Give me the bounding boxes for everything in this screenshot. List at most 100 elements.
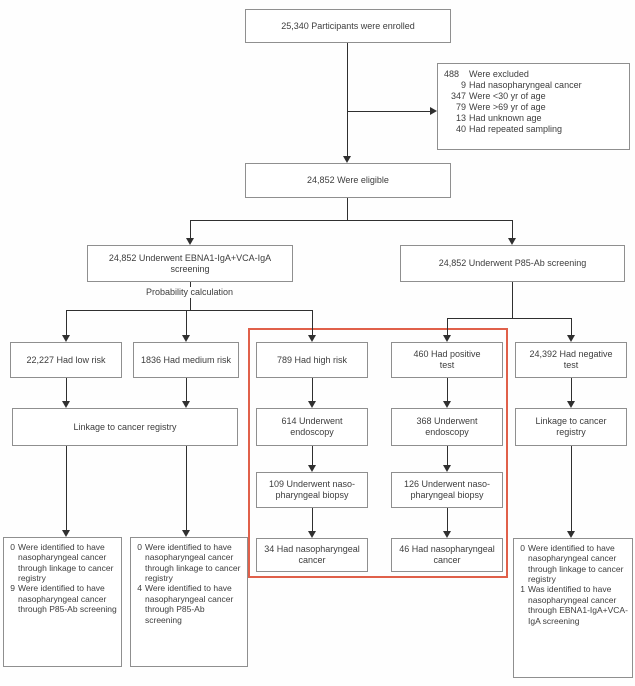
outcome-label: Were identified to have nasopharyngeal c… [18,542,114,584]
arrowhead-into-ebna [186,238,194,245]
connector-to-excluded [347,111,430,112]
excluded-count: 347 [450,90,466,101]
connector-to-ebna [190,220,191,238]
connector-to-negative [571,318,572,335]
negative-test-box: 24,392 Had negative test [515,342,627,378]
arrowhead-linkage-right [567,401,575,408]
arrowhead-into-positive [443,335,451,342]
arrowhead-outcome-medium [182,530,190,537]
outcome-count: 1 [520,584,525,595]
connector-biopsy-to-cancer-34 [312,508,313,531]
eligible-box: 24,852 Were eligible [245,163,451,198]
connector-endoscopy-to-biopsy-126 [447,446,448,465]
arrowhead-cancer-46 [443,531,451,538]
enrolled-box: 25,340 Participants were enrolled [245,9,451,43]
excluded-label: Had repeated sampling [469,123,563,134]
connector-test-split [447,318,571,319]
highlight-rectangle [248,328,508,578]
excluded-label: Had nasopharyngeal cancer [469,79,582,90]
linkage-registry-left-box: Linkage to cancer registry [12,408,238,446]
endoscopy-368-box: 368 Underwent endoscopy [391,408,503,446]
arrowhead-into-eligible [343,156,351,163]
outcome-count: 0 [520,543,525,553]
outcome-count: 0 [10,542,15,552]
biopsy-126-box: 126 Underwent naso- pharyngeal biopsy [391,472,503,508]
arrowhead-endoscopy-614 [308,401,316,408]
arrowhead-biopsy-126 [443,465,451,472]
medium-risk-box: 1836 Had medium risk [133,342,239,378]
positive-test-box: 460 Had positive test [391,342,503,378]
linkage-registry-right-box: Linkage to cancer registry [515,408,627,446]
arrowhead-into-negative [567,335,575,342]
arrowhead-into-high-risk [308,335,316,342]
arrowhead-into-medium-risk [182,335,190,342]
arrowhead-biopsy-109 [308,465,316,472]
excluded-count: 40 [455,123,466,134]
endoscopy-614-box: 614 Underwent endoscopy [256,408,368,446]
outcome-label: Were identified to have nasopharyngeal c… [145,542,241,584]
low-risk-box: 22,227 Had low risk [10,342,122,378]
connector-to-positive [447,318,448,335]
excluded-count: 13 [455,112,466,123]
outcome-count: 4 [137,583,142,594]
connector-to-medium-risk [186,310,187,335]
outcome-label: Were identified to have nasopharyngeal c… [145,583,234,625]
arrowhead-outcome-low [62,530,70,537]
connector-low-to-linkage [66,378,67,401]
arrowhead-outcome-negative [567,531,575,538]
high-risk-box: 789 Had high risk [256,342,368,378]
arrowhead-into-low-risk [62,335,70,342]
cancer-34-box: 34 Had nasopharyngeal cancer [256,538,368,572]
outcome-count: 9 [10,583,15,594]
outcome-label: Were identified to have nasopharyngeal c… [18,583,117,615]
connector-endoscopy-to-biopsy-109 [312,446,313,465]
connector-eligible-down [347,198,348,220]
outcome-label: Was identified to have nasopharyngeal ca… [528,584,628,626]
excluded-count: 9 [460,79,466,90]
cancer-46-box: 46 Had nasopharyngeal cancer [391,538,503,572]
arrowhead-endoscopy-368 [443,401,451,408]
excluded-label: Were <30 yr of age [469,90,546,101]
connector-to-high-risk [312,310,313,335]
arrowhead-into-excluded [430,107,437,115]
connector-screening-split [190,220,512,221]
connector-linkage-to-outcome-low [66,446,67,530]
arrowhead-medium-linkage [182,401,190,408]
connector-risk-split [66,310,312,311]
connector-biopsy-to-cancer-46 [447,508,448,531]
connector-linkage-to-outcome-negative [571,446,572,531]
outcome-label: Were identified to have nasopharyngeal c… [528,543,624,585]
biopsy-109-box: 109 Underwent naso- pharyngeal biopsy [256,472,368,508]
connector-positive-to-endoscopy [447,378,448,401]
excluded-label: Were >69 yr of age [469,101,546,112]
connector-to-low-risk [66,310,67,335]
arrowhead-cancer-34 [308,531,316,538]
connector-negative-to-linkage [571,378,572,401]
probability-calculation-label: Probability calculation [130,287,249,298]
ebna-screening-box: 24,852 Underwent EBNA1-IgA+VCA-IgA scree… [87,245,293,282]
outcome-count: 0 [137,542,142,552]
connector-linkage-to-outcome-medium [186,446,187,530]
arrowhead-into-p85 [508,238,516,245]
connector-enrolled-down [347,43,348,158]
connector-medium-to-linkage [186,378,187,401]
connector-p85-down [512,282,513,318]
connector-to-p85 [512,220,513,238]
connector-high-to-endoscopy [312,378,313,401]
